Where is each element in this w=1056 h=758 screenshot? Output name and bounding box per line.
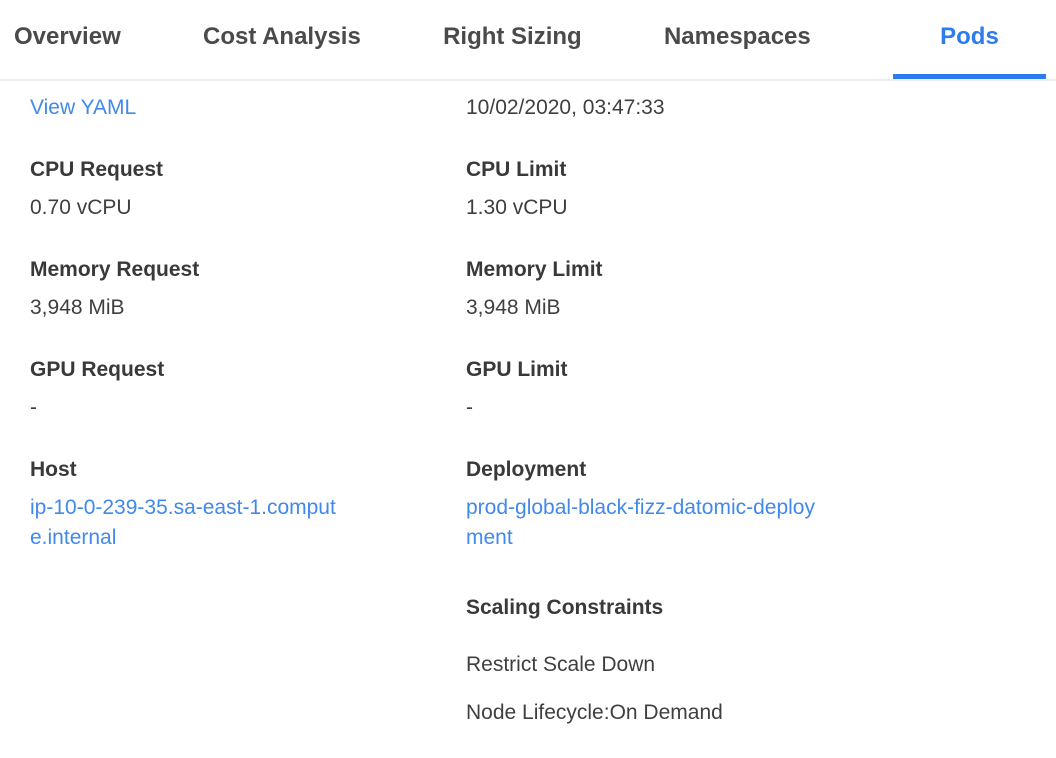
field-label: Host	[30, 458, 77, 481]
tab-overview[interactable]: Overview	[14, 23, 121, 50]
deployment-link[interactable]: prod-global-black-fizz-datomic-deploymen…	[466, 496, 815, 549]
field-label: CPU Limit	[466, 158, 567, 181]
field-label: Memory Limit	[466, 258, 603, 281]
field-memory-limit: Memory Limit 3,948 MiB	[466, 255, 1056, 323]
field-cpu-request: CPU Request 0.70 vCPU	[30, 155, 466, 223]
field-gpu-limit: GPU Limit -	[466, 355, 1056, 423]
field-host: Host ip-10-0-239-35.sa-east-1.compute.in…	[30, 455, 466, 553]
field-label: Deployment	[466, 458, 587, 481]
field-label: GPU Request	[30, 358, 165, 381]
pod-details-panel: View YAML CPU Request 0.70 vCPU Memory R…	[0, 81, 1056, 728]
scaling-constraints-section: Scaling Constraints Restrict Scale Down …	[466, 593, 1056, 728]
details-left-column: View YAML CPU Request 0.70 vCPU Memory R…	[30, 93, 466, 728]
field-value: 0.70 vCPU	[30, 196, 132, 219]
tab-right-sizing[interactable]: Right Sizing	[443, 23, 582, 50]
host-link[interactable]: ip-10-0-239-35.sa-east-1.compute.interna…	[30, 496, 336, 549]
tab-namespaces[interactable]: Namespaces	[663, 23, 811, 50]
field-label: GPU Limit	[466, 358, 568, 381]
field-memory-request: Memory Request 3,948 MiB	[30, 255, 466, 323]
field-cpu-limit: CPU Limit 1.30 vCPU	[466, 155, 1056, 223]
tab-bar: Overview Cost Analysis Right Sizing Name…	[0, 0, 1056, 81]
tab-pods[interactable]: Pods	[892, 22, 1046, 81]
field-deployment: Deployment prod-global-black-fizz-datomi…	[466, 455, 1056, 553]
last-updated-timestamp: 10/02/2020, 03:47:33	[466, 96, 665, 119]
field-value: 3,948 MiB	[30, 296, 125, 319]
tab-cost-analysis[interactable]: Cost Analysis	[202, 23, 361, 50]
field-value: 1.30 vCPU	[466, 196, 568, 219]
scaling-constraint-item: Node Lifecycle:On Demand	[466, 701, 723, 724]
field-label: CPU Request	[30, 158, 164, 181]
scaling-constraints-label: Scaling Constraints	[466, 596, 664, 619]
details-right-column: 10/02/2020, 03:47:33 CPU Limit 1.30 vCPU…	[466, 93, 1056, 728]
field-gpu-request: GPU Request -	[30, 355, 466, 423]
scaling-constraint-item: Restrict Scale Down	[466, 653, 656, 676]
field-value: 3,948 MiB	[466, 296, 561, 319]
field-value: -	[466, 396, 473, 419]
field-value: -	[30, 396, 37, 419]
field-label: Memory Request	[30, 258, 200, 281]
view-yaml-link[interactable]: View YAML	[30, 96, 137, 119]
